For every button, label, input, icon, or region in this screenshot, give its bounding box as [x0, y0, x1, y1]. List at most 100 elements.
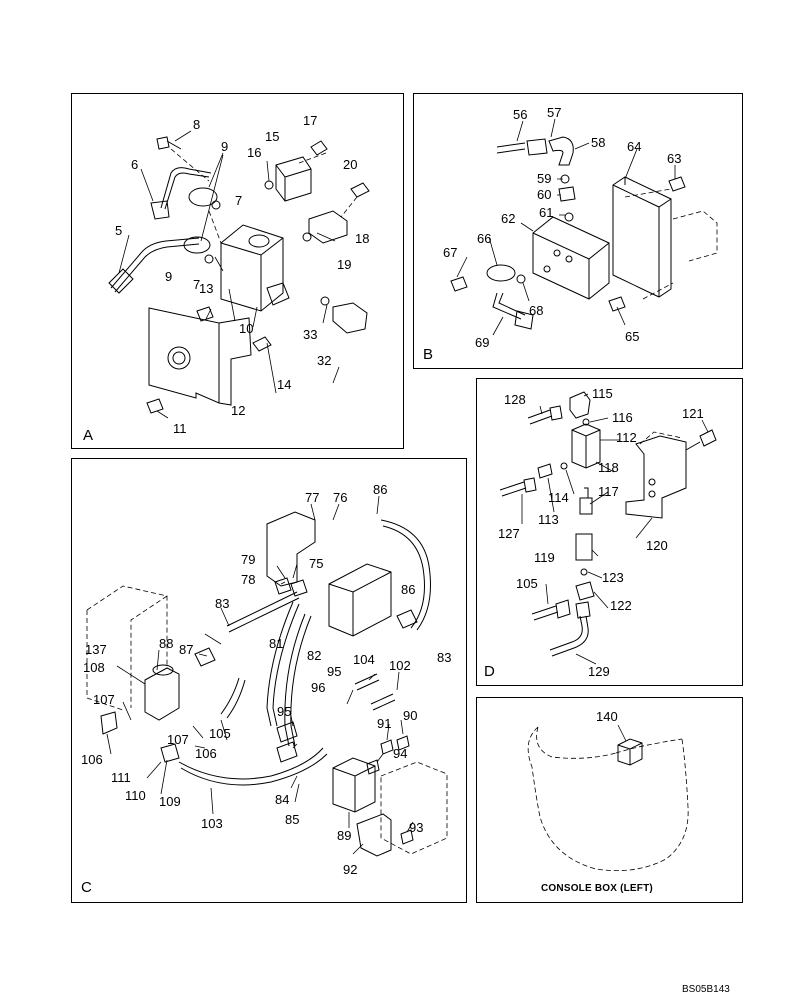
oring-114 — [560, 462, 568, 470]
bolt-67 — [450, 276, 468, 292]
leader-140 — [617, 724, 627, 742]
fitting-117 — [579, 487, 593, 515]
fitting-94 — [366, 759, 380, 775]
fitting-57 — [526, 138, 548, 156]
oring-16 — [264, 180, 274, 190]
callout-96: 96 — [311, 680, 325, 695]
fitting-102 — [370, 693, 396, 711]
fitting-127 — [499, 477, 537, 497]
callout-109: 109 — [159, 794, 181, 809]
leaders-a — [118, 130, 340, 419]
panel-b-letter: B — [423, 346, 434, 363]
callout-62: 62 — [501, 211, 515, 226]
callout-9: 9 — [221, 139, 228, 154]
fitting-91 — [380, 739, 394, 755]
fitting-113 — [537, 463, 553, 479]
callout-121: 121 — [682, 406, 704, 421]
bolt-20 — [350, 182, 370, 198]
panel-b: B — [413, 93, 743, 369]
callout-64: 64 — [627, 139, 641, 154]
fitting-78 — [274, 577, 308, 597]
block-89 — [332, 757, 376, 813]
callout-86b: 86 — [401, 582, 415, 597]
callout-111: 111 — [111, 770, 131, 785]
callout-14: 14 — [277, 377, 291, 392]
callout-116: 116 — [612, 410, 633, 425]
fitting-128 — [527, 405, 563, 425]
callout-76: 76 — [333, 490, 347, 505]
valve-fitting — [266, 282, 290, 306]
dash-line — [170, 148, 358, 244]
callout-84: 84 — [275, 792, 289, 807]
panel-c: C — [71, 458, 467, 903]
bracket-12 — [148, 307, 252, 406]
hose-86-top — [380, 519, 431, 631]
dashed-housing-right — [380, 761, 448, 855]
callout-86: 86 — [373, 482, 387, 497]
callout-112: 112 — [616, 430, 637, 445]
callout-104: 104 — [353, 652, 375, 667]
block-port-a — [553, 249, 561, 257]
valve-137 — [144, 667, 180, 721]
callout-128: 128 — [504, 392, 526, 407]
fitting-86-right — [396, 609, 418, 629]
callout-95: 95 — [327, 664, 341, 679]
flange-66 — [486, 264, 516, 282]
panel-c-letter: C — [81, 879, 92, 896]
panel-a-letter: A — [83, 427, 94, 444]
callout-17: 17 — [303, 113, 317, 128]
callout-89: 89 — [337, 828, 351, 843]
callout-12: 12 — [231, 403, 245, 418]
block-15 — [275, 156, 312, 202]
callout-19: 19 — [337, 257, 351, 272]
callout-108: 108 — [83, 660, 105, 675]
fitting-105 — [531, 599, 571, 621]
box-unit — [328, 563, 392, 637]
panel-console: CONSOLE BOX (LEFT) — [476, 697, 743, 903]
flange-9-upper — [188, 187, 218, 207]
elbow-32 — [332, 302, 368, 334]
fitting-122 — [575, 581, 595, 601]
callout-122: 122 — [610, 598, 632, 613]
callout-69: 69 — [475, 335, 489, 350]
callout-91: 91 — [377, 716, 391, 731]
callout-103: 103 — [201, 816, 223, 831]
fitting-119 — [575, 533, 593, 561]
hose-129-end — [575, 601, 591, 619]
switch-140 — [617, 738, 643, 766]
callout-115: 115 — [592, 386, 613, 401]
callout-79: 79 — [241, 552, 255, 567]
bolt-14 — [252, 336, 272, 352]
callout-7b: 7 — [193, 277, 200, 292]
callout-93: 93 — [409, 820, 423, 835]
hose-81 — [266, 601, 300, 727]
callout-106b: 106 — [195, 746, 217, 761]
elbow-115 — [569, 391, 591, 419]
callout-10: 10 — [239, 321, 253, 336]
leaders-c — [106, 495, 414, 855]
callout-33: 33 — [303, 327, 317, 342]
tube-6-end — [150, 200, 170, 220]
callout-77: 77 — [305, 490, 319, 505]
callout-66: 66 — [477, 231, 491, 246]
callout-107: 107 — [93, 692, 115, 707]
callout-114: 114 — [548, 490, 569, 505]
callout-59: 59 — [537, 171, 551, 186]
fitting-95 — [276, 721, 298, 763]
bracket-hole-inner — [172, 351, 186, 365]
fitting-56 — [496, 142, 526, 154]
panel-console-drawing: 140 — [527, 709, 689, 871]
bolt-121 — [685, 429, 717, 451]
oring-7b — [204, 254, 214, 264]
bolt-8 — [156, 136, 182, 150]
dash-d — [639, 431, 683, 445]
callout-82: 82 — [307, 648, 321, 663]
valve-137-cap — [152, 664, 174, 676]
callout-137: 137 — [85, 642, 107, 657]
panel-b-drawing: 56 57 58 59 60 64 63 61 62 66 67 68 65 6… — [443, 105, 718, 350]
callout-120: 120 — [646, 538, 668, 553]
callout-83b: 83 — [437, 650, 451, 665]
dash-b — [624, 188, 718, 300]
callout-92: 92 — [343, 862, 357, 877]
fitting-87 — [194, 647, 216, 667]
